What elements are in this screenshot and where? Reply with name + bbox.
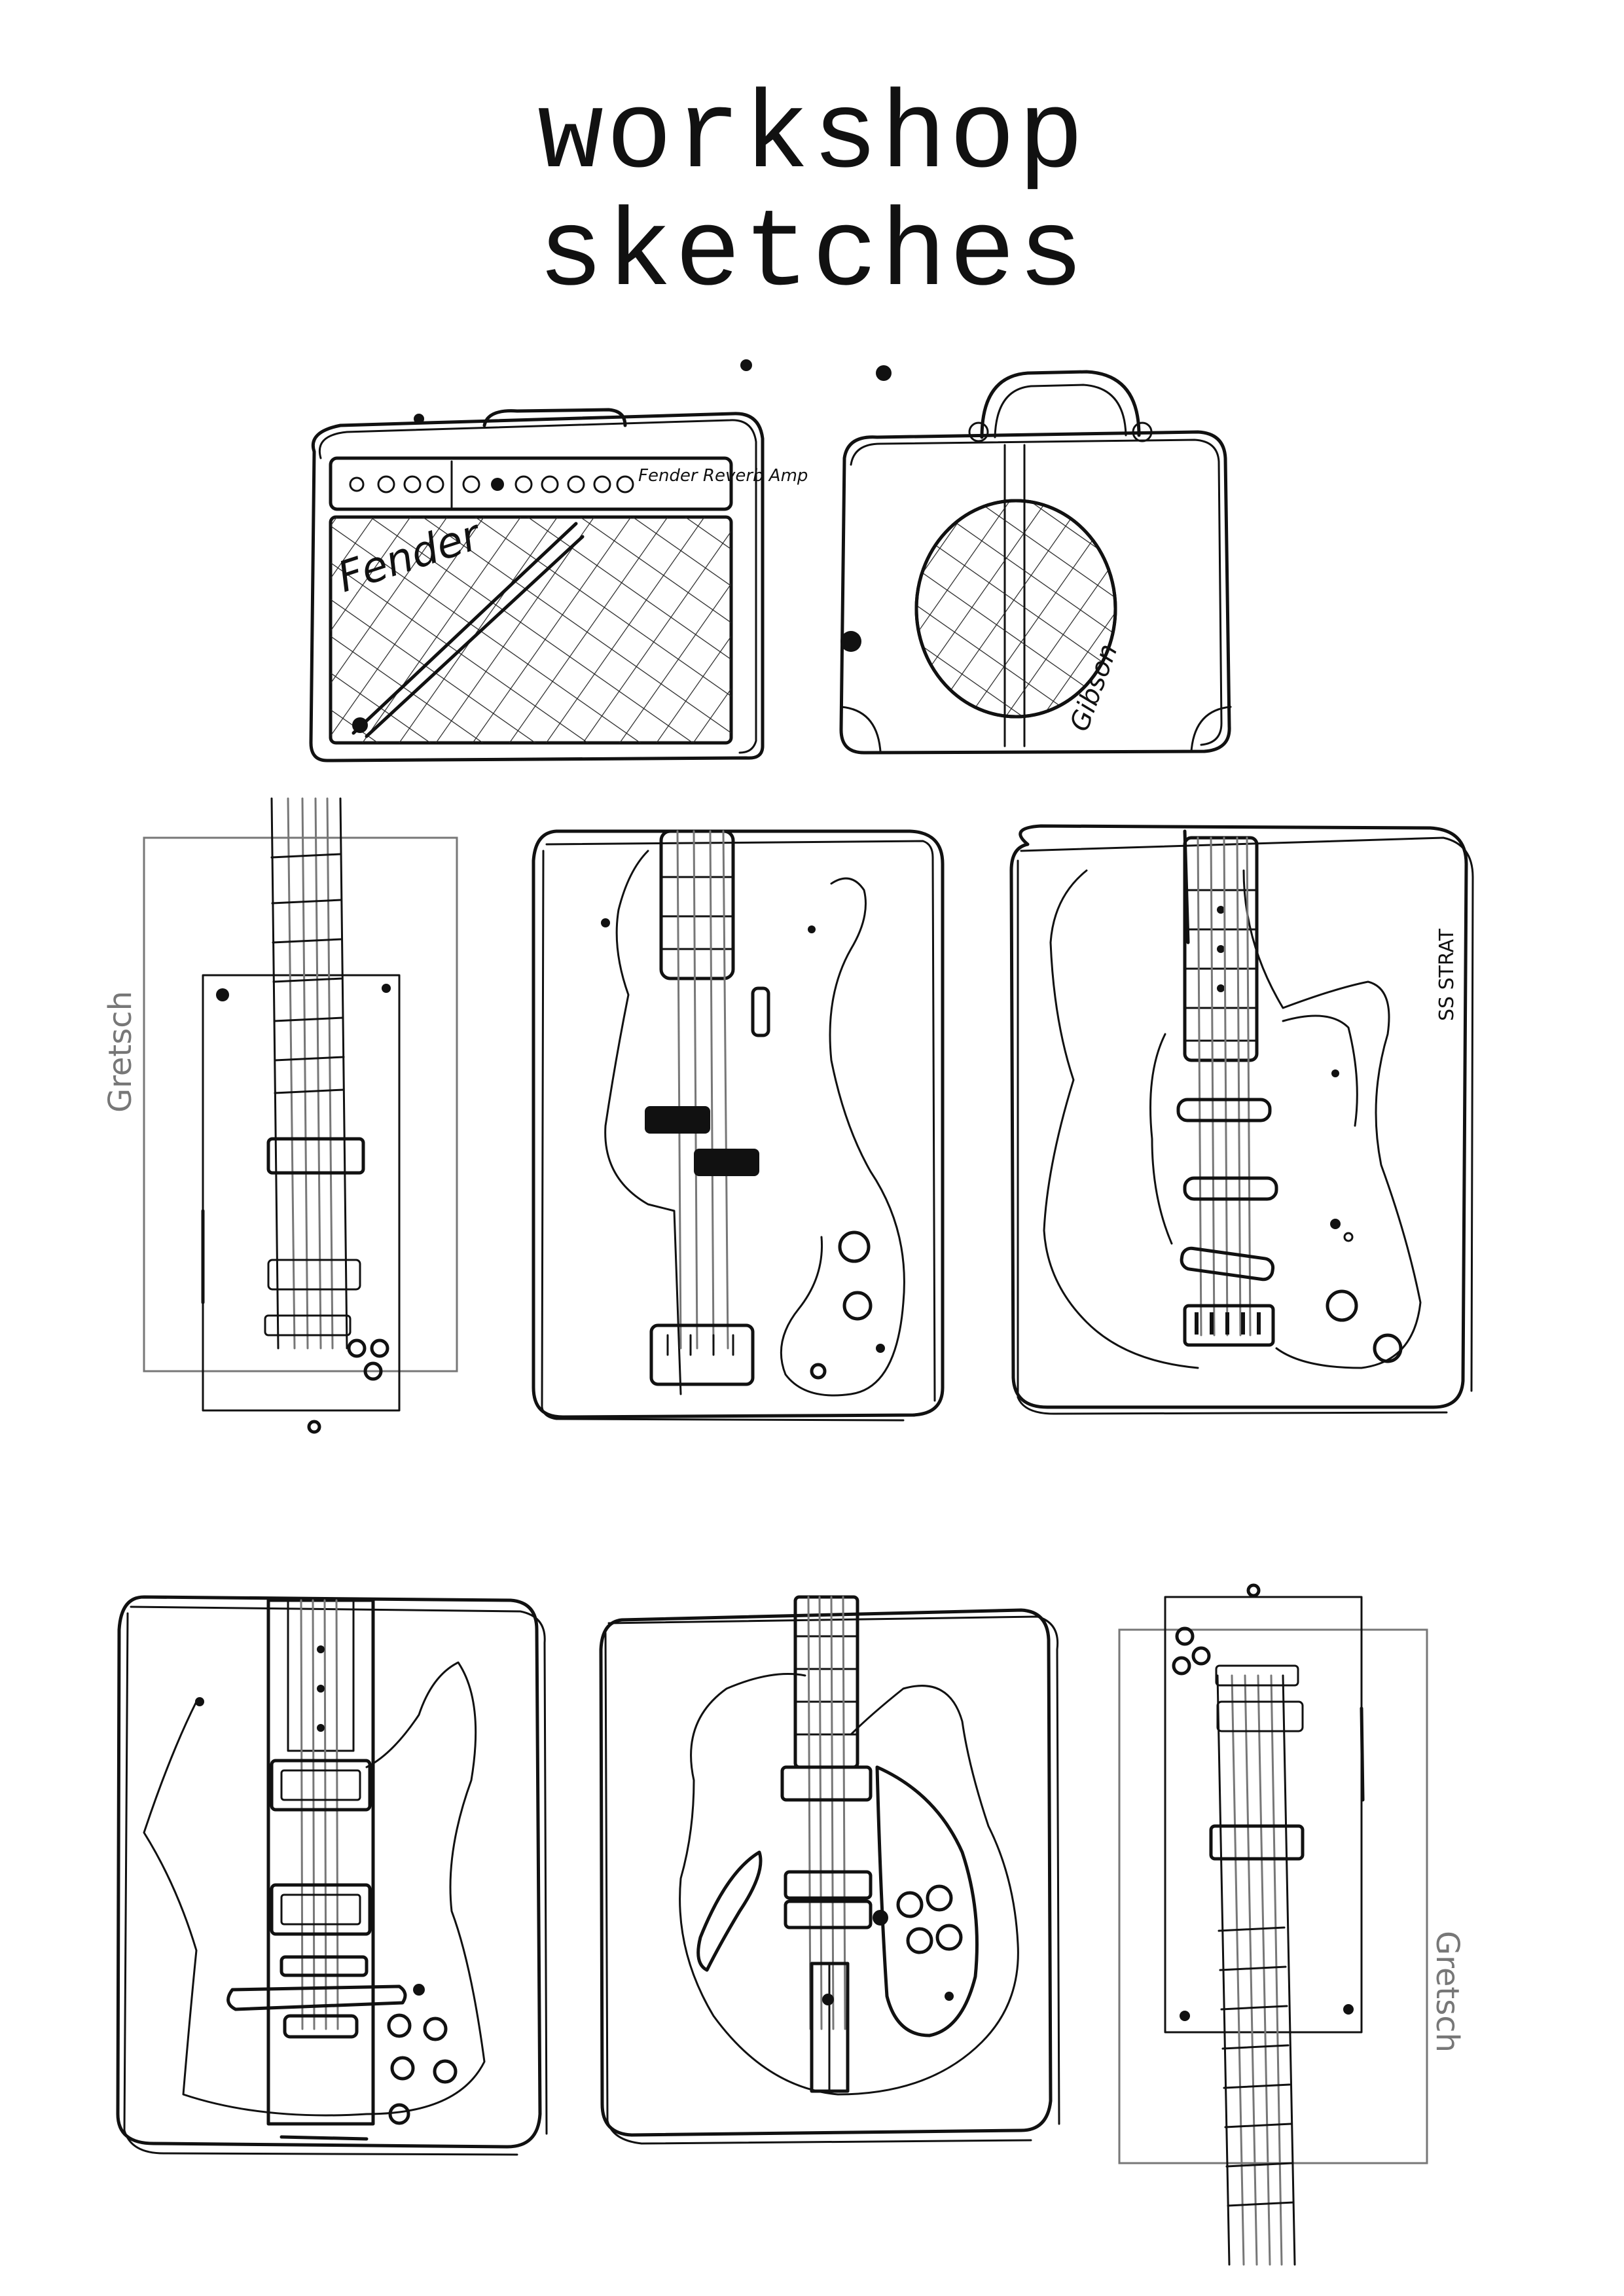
gibson-amp-sketch: Gibson — [839, 370, 1232, 755]
gretsch-guitar-sketch-bottom: Gretsch — [1118, 1583, 1466, 2266]
fender-model-label: Fender Reverb Amp — [638, 466, 808, 486]
firebird-guitar-sketch — [116, 1595, 548, 2156]
gretsch-guitar-sketch-top: Gretsch — [102, 797, 458, 1434]
stratocaster-sketch: SS STRAT — [1009, 824, 1474, 1415]
dot-left — [740, 359, 752, 371]
title-line-1: workshop — [537, 75, 1087, 200]
amp-knobs — [349, 475, 634, 493]
gretsch-label-top: Gretsch — [102, 991, 139, 1113]
dot-right — [876, 365, 892, 381]
title-line-2: sketches — [537, 193, 1087, 317]
rickenbacker-guitar-sketch — [599, 1595, 1060, 2145]
fender-amp-sketch: Fender Reverb Amp Fender — [309, 408, 808, 762]
precision-bass-sketch — [532, 829, 945, 1422]
page-title: workshop sketches — [0, 79, 1624, 314]
strat-label: SS STRAT — [1435, 928, 1458, 1021]
gretsch-label-bottom: Gretsch — [1429, 1931, 1466, 2053]
